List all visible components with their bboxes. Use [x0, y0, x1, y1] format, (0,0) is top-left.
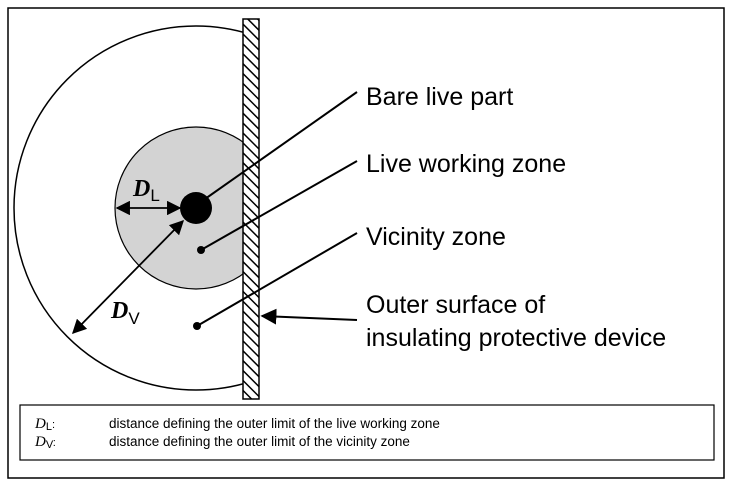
label-outer-surface-line2: insulating protective device — [366, 324, 666, 352]
svg-text:DL:: DL: — [34, 416, 55, 433]
leader-outer-surface — [260, 308, 358, 325]
svg-text:distance defining the outer li: distance defining the outer limit of the… — [109, 434, 410, 449]
dv-dimension-arrow — [71, 219, 185, 335]
insulating-protective-device — [242, 18, 260, 400]
leader-vicinity-zone — [196, 232, 358, 327]
bare-live-part — [180, 192, 212, 224]
label-live-working-zone: Live working zone — [366, 150, 566, 178]
svg-text:distance defining the outer li: distance defining the outer limit of the… — [109, 416, 440, 431]
label-outer-surface-line1: Outer surface of — [366, 291, 545, 319]
leader-bare-live-part — [204, 91, 358, 200]
label-bare-live-part: Bare live part — [366, 83, 513, 111]
legend-box — [19, 404, 715, 461]
leader-live-working-zone — [200, 160, 358, 251]
legend-row-dl: DL: distance defining the outer limit of… — [34, 416, 440, 433]
outer-frame — [7, 7, 725, 479]
label-vicinity-zone: Vicinity zone — [366, 223, 506, 251]
dv-dimension-label: DV — [110, 298, 140, 328]
dl-dimension-label: DL — [132, 176, 160, 205]
svg-text:DV:: DV: — [34, 434, 56, 451]
legend-row-dv: DV: distance defining the outer limit of… — [34, 434, 410, 451]
